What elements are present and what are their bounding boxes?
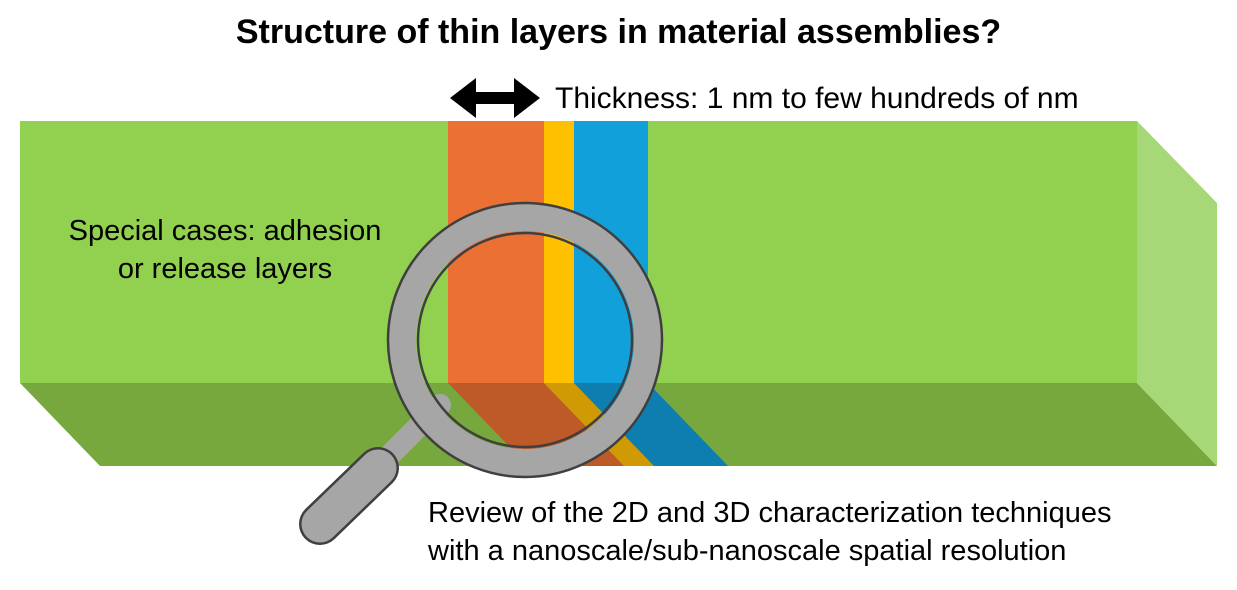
thickness-arrow-icon (450, 78, 540, 118)
review-label: Review of the 2D and 3D characterization… (428, 494, 1112, 570)
magnifier-outer-edge (386, 201, 664, 479)
substrate-side-face (1137, 121, 1217, 466)
review-line-1: Review of the 2D and 3D characterization… (428, 497, 1112, 529)
magnifier-lens-edge (416, 231, 634, 449)
special-cases-label: Special cases: adhesion or release layer… (20, 212, 430, 288)
magnifier-rim (388, 203, 662, 477)
page-title: Structure of thin layers in material ass… (235, 13, 1002, 51)
magnifying-glass-icon (299, 201, 664, 545)
magnifier-handle-fill (301, 449, 397, 543)
thickness-label: Thickness: 1 nm to few hundreds of nm (555, 82, 1079, 115)
review-line-2: with a nanoscale/sub-nanoscale spatial r… (428, 535, 1067, 567)
yellow-layer (544, 121, 574, 383)
special-cases-line-1: Special cases: adhesion (68, 215, 382, 247)
special-cases-line-2: or release layers (117, 253, 333, 285)
blue-layer-bottom (574, 383, 728, 466)
